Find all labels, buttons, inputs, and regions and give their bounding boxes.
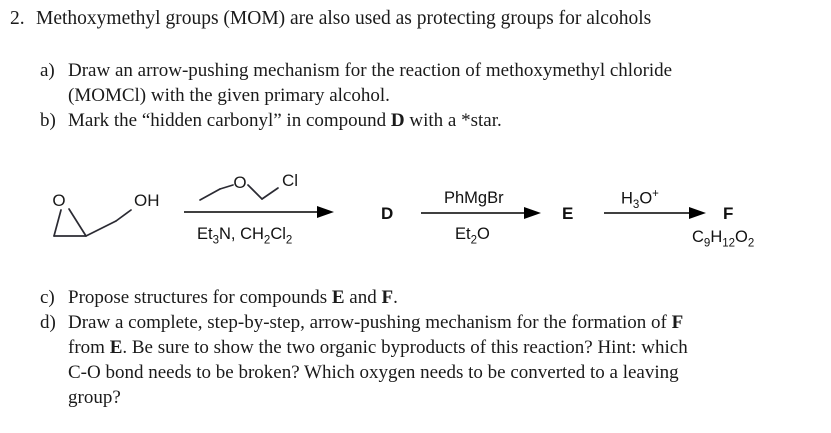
part-c-compound-e: E [331,287,345,308]
part-a-line2: (MOMCl) with the given primary alcohol. [68,85,390,106]
part-b-text-before: Mark the “hidden carbonyl” in compound [68,110,391,131]
part-d-marker: d) [40,312,56,333]
part-c-marker: c) [40,287,55,308]
compound-label-e: E [562,204,574,223]
question-number: 2. [10,8,25,29]
reagent-step-3: H3O+ [621,188,659,211]
part-d-text: Draw a complete, step-by-step, arrow-pus… [68,310,822,410]
part-a-line1: Draw an arrow-pushing mechanism for the … [68,60,673,81]
atom-ether-oxygen: O [233,173,246,192]
atom-epoxide-oxygen: O [52,191,65,210]
part-a-text: Draw an arrow-pushing mechanism for the … [68,58,822,108]
atom-hydroxyl: OH [134,191,160,210]
part-d-compound-e: E [109,337,123,358]
part-c-text-after: . [393,287,398,308]
part-d-compound-f: F [671,312,684,333]
compound-label-f: F [723,204,734,223]
reagent-step-2: PhMgBr [444,189,504,207]
compound-label-d: D [381,204,394,223]
structure-momcl: O Cl [199,171,298,201]
reaction-arrow-2 [421,207,541,219]
part-b-compound-d: D [390,110,405,131]
reaction-scheme: O OH O Cl Et3N, CH2Cl2 D PhMgBr [0,160,831,278]
part-d-line4: group? [68,387,121,408]
question-part-a: a) Draw an arrow-pushing mechanism for t… [40,58,822,108]
conditions-step-2: Et2O [455,225,490,247]
atom-chlorine: Cl [282,171,298,190]
part-b-text-after: with a *star. [404,110,502,131]
part-b-marker: b) [40,110,56,131]
reaction-arrow-3 [604,207,706,219]
structure-glycidol: O OH [52,191,160,237]
reaction-arrow-1 [184,206,334,218]
conditions-step-1: Et3N, CH2Cl2 [197,225,293,247]
question-part-d: d) Draw a complete, step-by-step, arrow-… [40,310,822,410]
compound-f-formula: C9H12O2 [692,228,755,250]
part-c-text: Propose structures for compounds E and F… [68,285,822,310]
part-d-line1-before: Draw a complete, step-by-step, arrow-pus… [68,312,672,333]
question-part-b: b) Mark the “hidden carbonyl” in compoun… [40,108,822,133]
question-part-c: c) Propose structures for compounds E an… [40,285,822,310]
part-c-text-mid: and [344,287,382,308]
part-d-line2-after: . Be sure to show the two organic byprod… [122,337,688,358]
part-d-line2-before: from [68,337,110,358]
part-a-marker: a) [40,60,55,81]
part-c-text-before: Propose structures for compounds [68,287,332,308]
question-stem-text: Methoxymethyl groups (MOM) are also used… [36,8,652,29]
part-b-text: Mark the “hidden carbonyl” in compound D… [68,108,822,133]
part-c-compound-f: F [381,287,394,308]
part-d-line3: C-O bond needs to be broken? Which oxyge… [68,362,679,383]
question-stem: 2. Methoxymethyl groups (MOM) are also u… [10,6,820,32]
